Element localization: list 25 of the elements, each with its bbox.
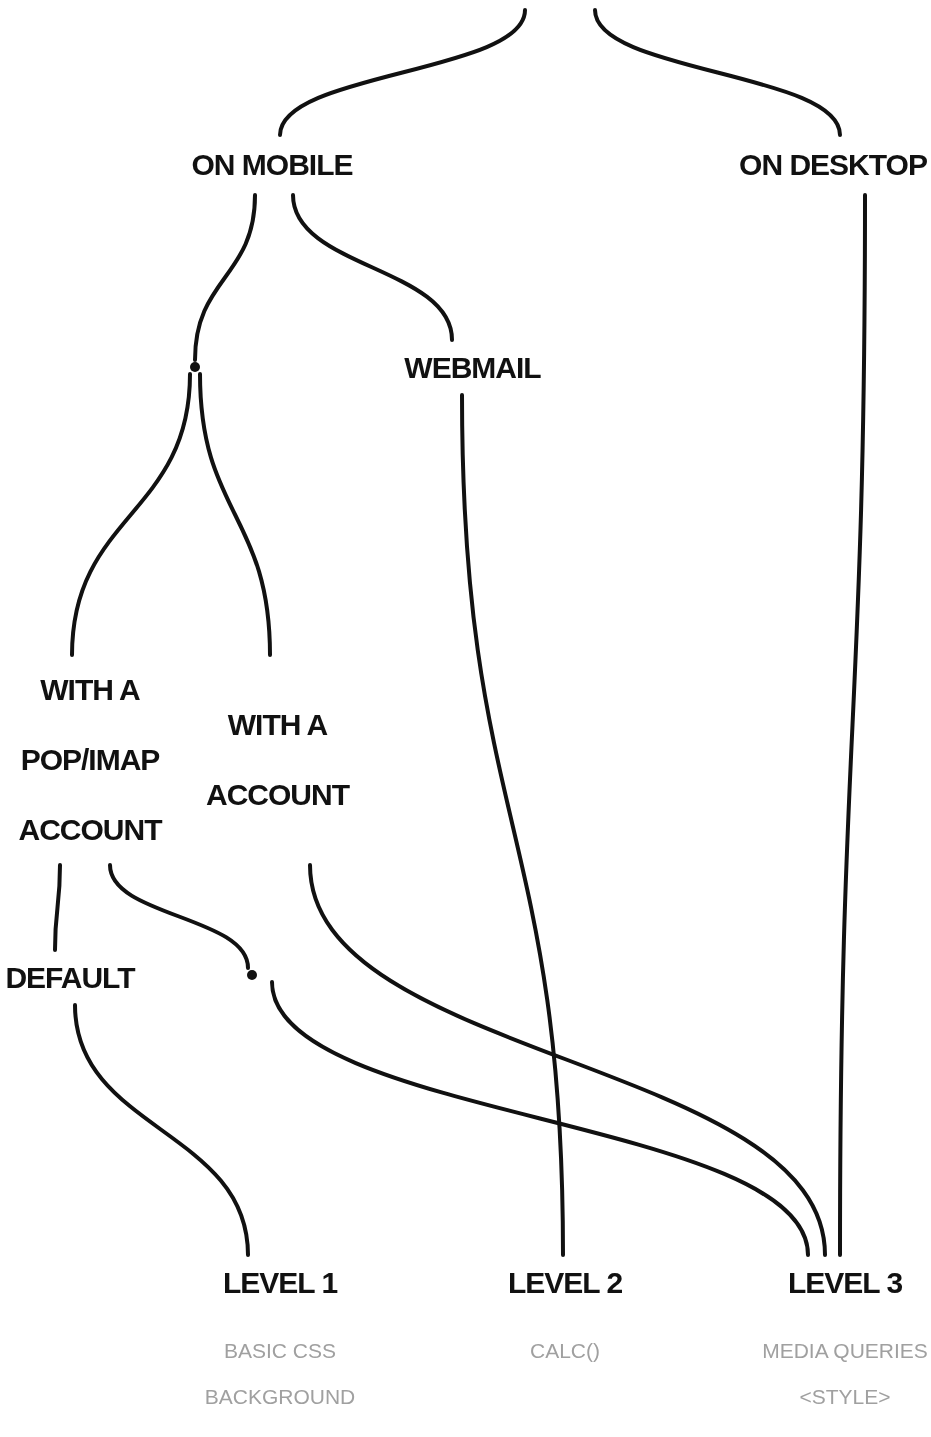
- connector-line: [308, 863, 827, 1257]
- node-label: LEVEL 1: [222, 1264, 338, 1301]
- node-label: WEBMAIL: [404, 349, 541, 386]
- connector-line: [70, 372, 192, 657]
- connector-line: [270, 980, 810, 1257]
- connector-line: [198, 372, 272, 657]
- level-caption: BASIC CSS BACKGROUND: [203, 1338, 357, 1410]
- level-caption: MEDIA QUERIES <STYLE>: [761, 1338, 929, 1410]
- connector-line: [108, 863, 250, 970]
- connector-line: [278, 8, 527, 137]
- level-caption: CALC(): [529, 1338, 601, 1364]
- connector-line: [73, 1003, 250, 1257]
- connector-line: [193, 193, 257, 362]
- connector-line: [838, 193, 867, 1257]
- node-label: DEFAULT: [5, 959, 135, 996]
- connector-line: [460, 393, 565, 1257]
- node-label: LEVEL 2: [507, 1264, 623, 1301]
- node-label: ON MOBILE: [191, 147, 353, 183]
- node-label: WITH A ACCOUNT: [205, 707, 351, 813]
- connector-line: [291, 193, 454, 342]
- connector-line: [53, 863, 62, 952]
- connector-line: [593, 8, 842, 137]
- node-label: LEVEL 3: [787, 1264, 903, 1301]
- node-label: WITH A POP/IMAP ACCOUNT: [17, 672, 163, 848]
- node-label: ON DESKTOP: [739, 147, 927, 183]
